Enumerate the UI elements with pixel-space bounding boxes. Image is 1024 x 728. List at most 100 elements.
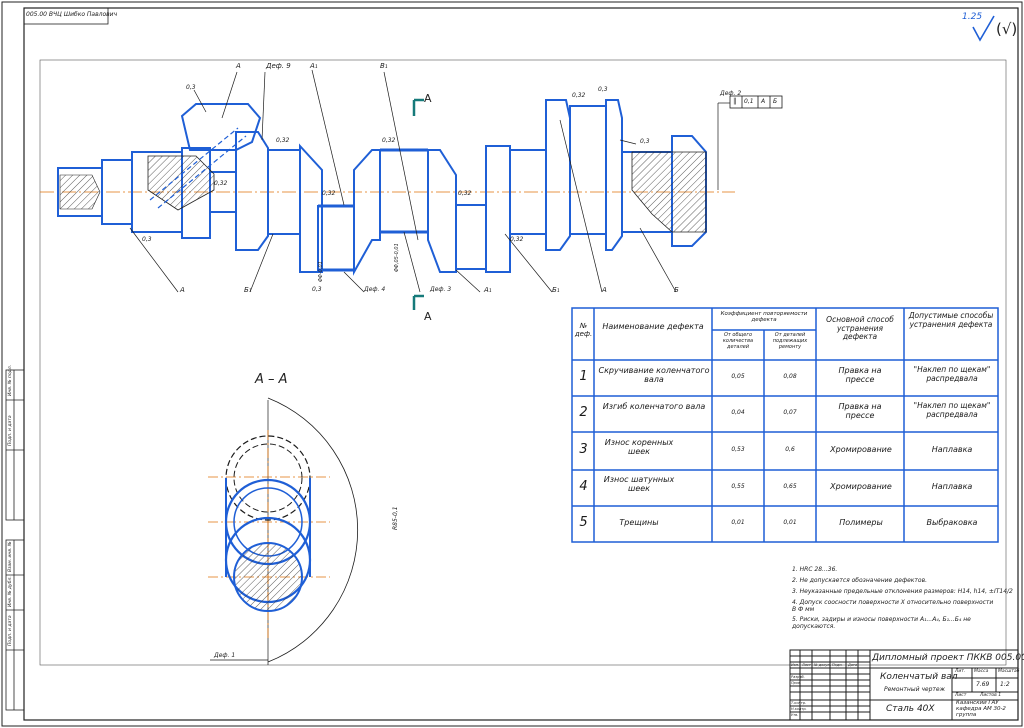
callout-def4: Деф. 4 — [364, 286, 386, 293]
callout-b1-low: Б₁ — [244, 286, 252, 294]
section-marker-top: A — [424, 92, 432, 105]
callout-r032-1: 0,32 — [276, 137, 290, 144]
roughness-value: 1.25 — [962, 12, 983, 22]
callout-def9: Деф. 9 — [266, 62, 291, 70]
tolerance-datum-a: А — [761, 98, 766, 105]
cell-c2: 0,65 — [783, 483, 797, 490]
callout-r032-5: 0,32 — [322, 190, 336, 197]
cell-name: Трещины — [619, 518, 659, 527]
tolerance-datum-b: Б — [773, 98, 778, 105]
title-part-name: Коленчатый вал — [880, 672, 958, 682]
cell-c1: 0,53 — [731, 446, 745, 453]
th-method: Основной способ устранения дефекта — [826, 315, 894, 342]
cell-num: 3 — [579, 442, 588, 457]
title-org: Казанский ГАУ кафедра АМ 30-2 группа — [956, 700, 1006, 719]
callout-r032-6: 0,32 — [458, 190, 472, 197]
title-mass: Масса — [974, 669, 989, 674]
title-scale: Масштаб — [998, 669, 1020, 674]
crankpin-highlight — [318, 148, 428, 272]
callout-r032-2: 0,32 — [382, 137, 396, 144]
top-stamp-text: 005.00 ВЧЦ Шибко Павлович — [26, 11, 118, 18]
cell-method: Правка на прессе — [838, 366, 882, 385]
callout-def1: Деф. 1 — [214, 652, 236, 659]
cell-allowed: Выбраковка — [926, 518, 978, 527]
tb-col-doc: № докум. — [814, 663, 832, 667]
section-marker-bottom: A — [424, 310, 432, 323]
callout-a-low-3: А — [602, 286, 607, 294]
cell-c1: 0,55 — [731, 483, 745, 490]
cell-allowed: Наплавка — [931, 482, 973, 491]
tb-role-tcontr: Т.контр. — [791, 701, 807, 705]
cell-c1: 0,05 — [731, 373, 745, 380]
cell-method: Хромирование — [830, 482, 892, 491]
cell-c2: 0,01 — [783, 519, 797, 526]
cell-c1: 0,01 — [731, 519, 745, 526]
th-num: № деф. — [574, 322, 593, 339]
th-name: Наименование дефекта — [602, 322, 704, 331]
callout-r03-2: 0,3 — [598, 86, 608, 93]
dim-main: ΦΦ,05-0,01 — [394, 243, 400, 272]
cell-name: Скручивание коленчатого вала — [598, 366, 710, 385]
tolerance-symbol: ∥ — [733, 97, 737, 105]
title-sheets: Листов 1 — [980, 693, 1002, 698]
callout-def3: Деф. 3 — [430, 286, 452, 293]
th-coef: Коэффициент повторяемости дефекта — [720, 311, 808, 324]
side-stamp-2: Подп. и дата — [8, 415, 13, 446]
tolerance-frame — [729, 95, 783, 109]
callout-r03-4: 0,3 — [142, 236, 152, 243]
callout-r032-7: 0,32 — [510, 236, 524, 243]
cell-allowed: Наплавка — [931, 445, 973, 454]
section-view — [208, 397, 358, 665]
section-hatching — [59, 151, 707, 233]
th-allowed: Допустимые способы устранения дефекта — [908, 311, 994, 329]
title-material: Сталь 40Х — [886, 704, 935, 714]
cell-num: 4 — [579, 479, 588, 494]
callout-r032-4: 0,32 — [214, 180, 228, 187]
title-scale-value: 1:2 — [1000, 681, 1010, 688]
defects-table-grid — [571, 307, 999, 543]
inner-frame — [23, 7, 1019, 721]
cell-method: Хромирование — [830, 445, 892, 454]
drawing-area-frame — [39, 59, 1007, 666]
note-5: 5. Риски, задиры и износы поверхности А₁… — [792, 616, 971, 630]
leader-lines — [129, 69, 730, 293]
title-lit: Лит. — [955, 669, 966, 674]
title-part-sub: Ремонтный чертеж — [884, 686, 946, 693]
cell-c2: 0,6 — [785, 446, 795, 453]
cell-num: 1 — [579, 369, 588, 384]
cell-name: Износ шатунных шеек — [603, 475, 675, 494]
tb-role-check: Пров. — [791, 681, 802, 685]
note-3: 3. Неуказанные предельные отклонения раз… — [792, 588, 1013, 595]
tb-role-dev: Разраб. — [791, 675, 805, 679]
cell-c2: 0,07 — [783, 409, 797, 416]
tb-role-ncontr: Н.контр. — [791, 707, 807, 711]
cell-num: 2 — [579, 405, 588, 420]
cell-method: Правка на прессе — [838, 402, 882, 421]
section-cut-markers — [412, 98, 424, 310]
tolerance-value: 0,1 — [744, 98, 754, 105]
callout-a-low-2: А₁ — [484, 286, 492, 294]
callout-v1: В₁ — [380, 62, 388, 70]
cell-name: Изгиб коленчатого вала — [602, 402, 706, 411]
callout-r03-5: 0,3 — [312, 286, 322, 293]
tb-col-izm: Изм. — [791, 663, 800, 667]
section-view-title: A – A — [255, 372, 288, 387]
callout-a: А — [236, 62, 241, 70]
note-1: 1. HRC 28...36. — [792, 566, 838, 573]
callout-b-low-2: Б — [674, 286, 679, 294]
title-sheet: Лист — [955, 693, 967, 698]
tb-col-list: Лист — [802, 663, 811, 667]
callout-b-low: Б₁ — [552, 286, 560, 294]
title-mass-value: 7.69 — [976, 681, 990, 688]
cell-method: Полимеры — [839, 518, 883, 527]
dim-radius: R85-0,1 — [392, 506, 399, 530]
title-block-grid — [789, 649, 1019, 721]
side-stamp-boxes — [5, 369, 25, 711]
note-4: 4. Допуск соосности поверхности Х относи… — [792, 599, 994, 613]
side-stamp-5: Подп. и дата — [8, 615, 13, 646]
callout-r032-3: 0,32 — [572, 92, 586, 99]
tb-col-date: Дата — [848, 663, 858, 667]
side-stamp-1: Инв. № подл. — [8, 364, 13, 396]
callout-a1: А₁ — [310, 62, 318, 70]
